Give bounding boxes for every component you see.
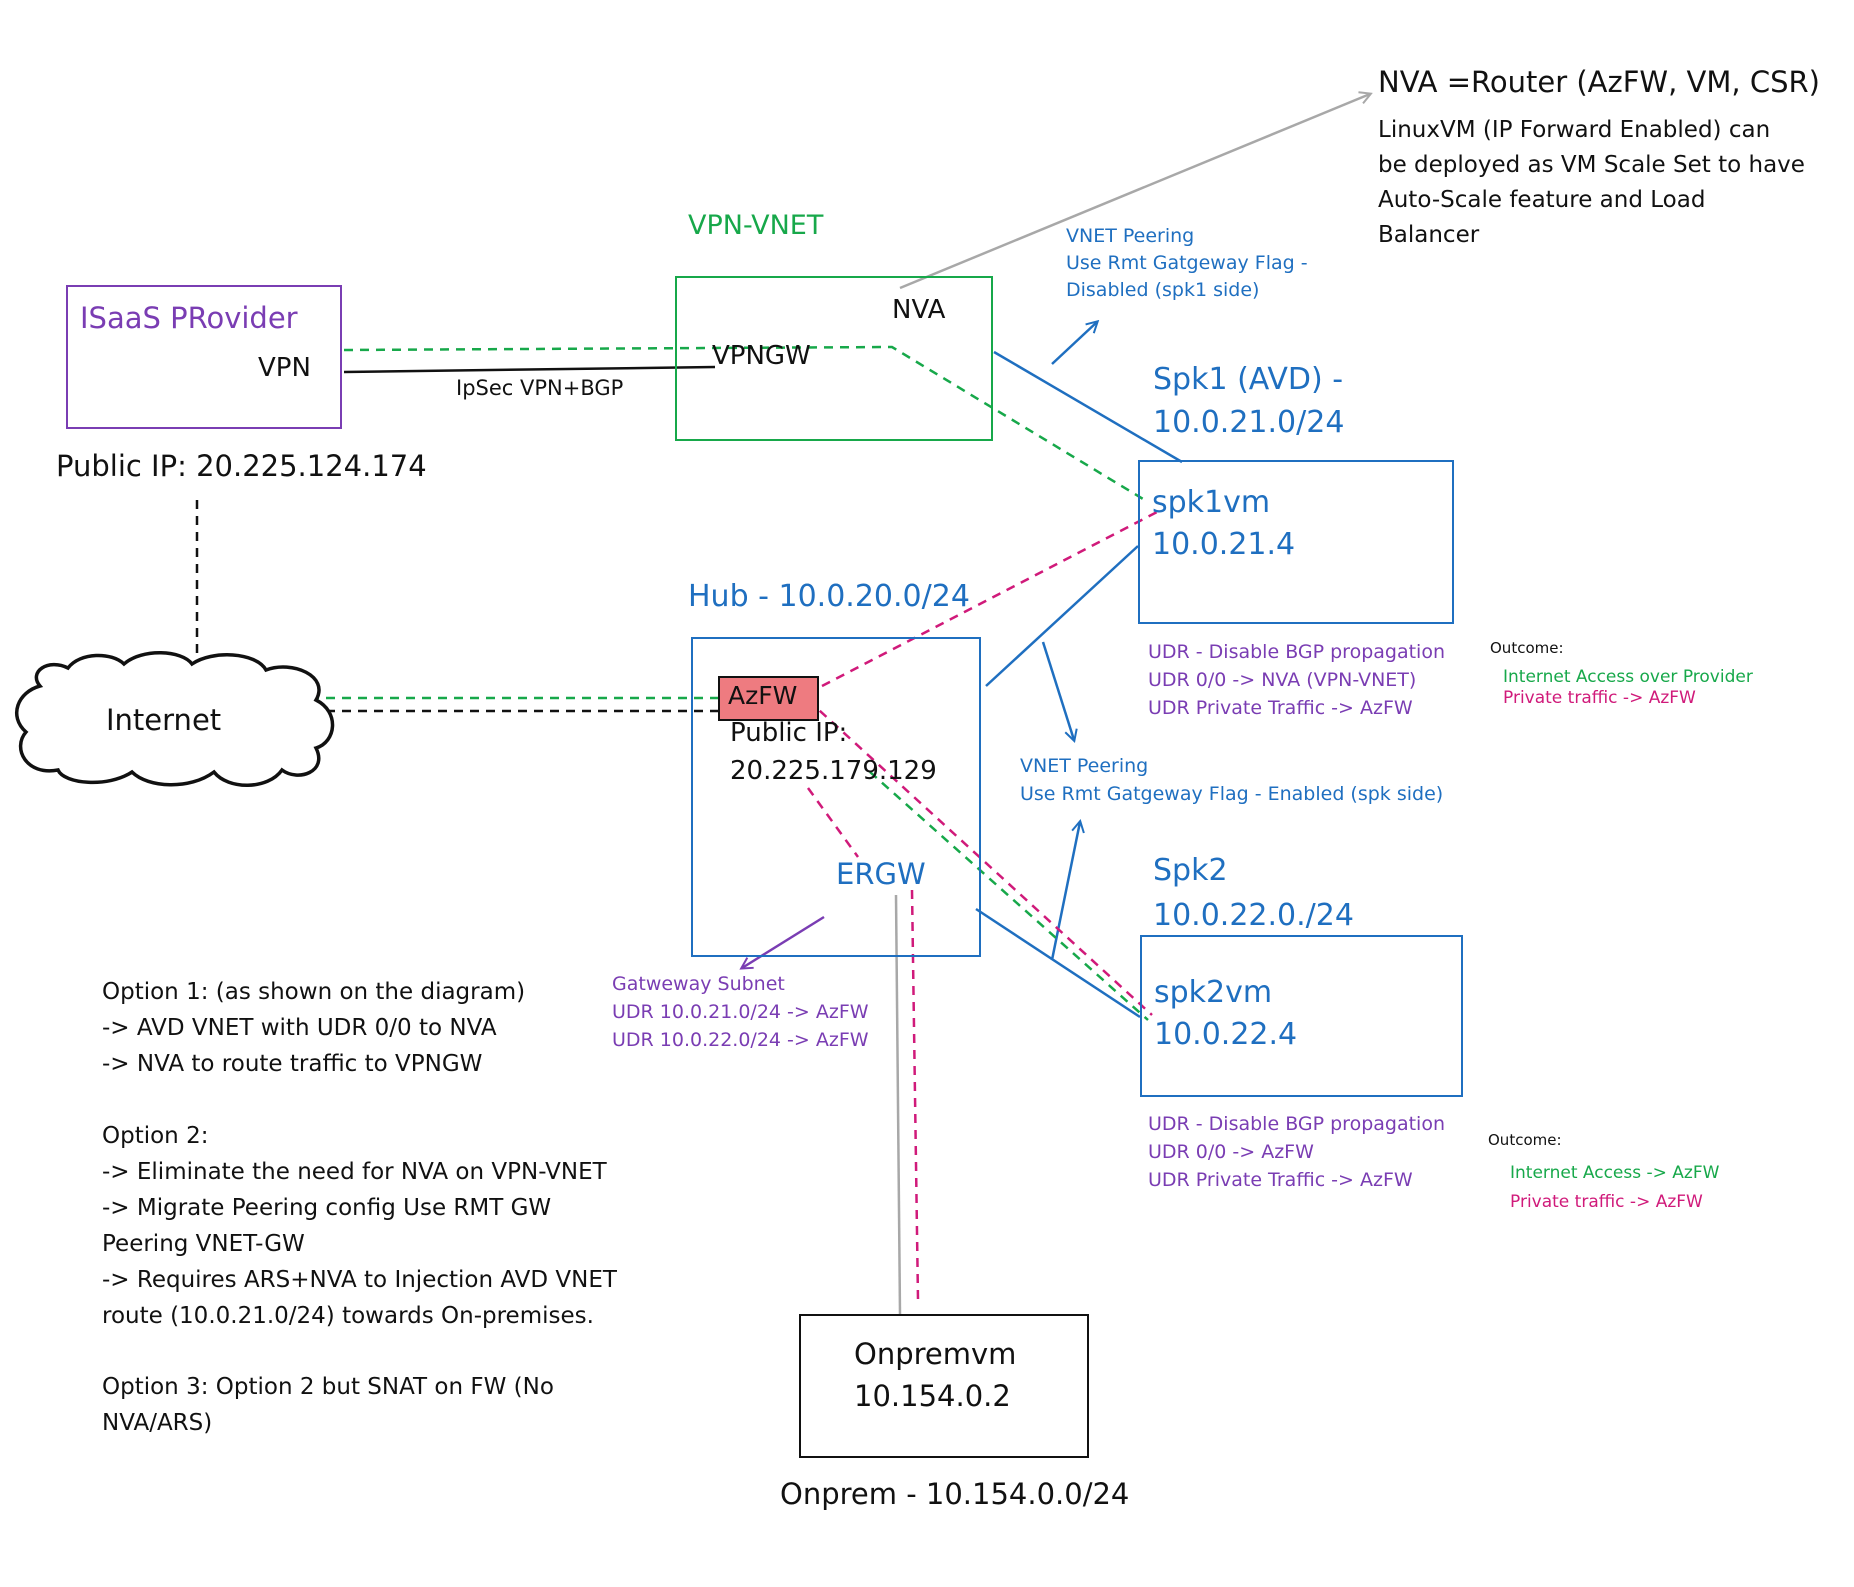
vpn-vnet-title: VPN-VNET — [688, 210, 824, 241]
azfw-ergw-magenta — [806, 787, 860, 858]
onprem-vm-name: Onpremvm — [854, 1337, 1017, 1371]
peering-vpnvnet-spk1 — [993, 350, 1183, 464]
ergw-label: ERGW — [836, 857, 926, 891]
isaas-provider-box — [66, 285, 342, 429]
ipsec-vpn-line — [343, 365, 716, 374]
spk2-outcome-internet: Internet Access -> AzFW — [1510, 1163, 1720, 1183]
option1-text: Option 1: (as shown on the diagram) -> A… — [102, 979, 526, 1077]
azfw-spk2-green — [869, 771, 1149, 1021]
peering-hub-spk2 — [975, 907, 1141, 1019]
spk1-udr: UDR - Disable BGP propagation UDR 0/0 ->… — [1148, 641, 1445, 719]
spk1-outcome-title: Outcome: — [1490, 639, 1564, 657]
spk2-vm-ip: 10.0.22.4 — [1154, 1017, 1298, 1052]
onprem-network-label: Onprem - 10.154.0.0/24 — [780, 1477, 1130, 1511]
isaas-vpn-label: VPN — [258, 353, 311, 383]
internet-cloud-icon — [14, 651, 335, 787]
onprem-box — [799, 1314, 1089, 1458]
spk1-outcome-private: Private traffic -> AzFW — [1503, 688, 1696, 708]
spk2-box — [1140, 935, 1463, 1097]
peering-spk1-note: VNET Peering Use Rmt Gatgeway Flag - Dis… — [1066, 225, 1308, 301]
azfw-box — [718, 676, 819, 721]
spk2-vm-name: spk2vm — [1154, 975, 1273, 1010]
azfw-label: AzFW — [728, 681, 798, 710]
peering-up-arrow — [1050, 822, 1080, 961]
peering-hub-spk1 — [985, 545, 1139, 687]
ipsec-label: IpSec VPN+BGP — [456, 376, 624, 400]
gateway-subnet-note: Gatweway Subnet UDR 10.0.21.0/24 -> AzFW… — [612, 973, 869, 1051]
spk2-outcome-private: Private traffic -> AzFW — [1510, 1192, 1703, 1212]
vpn-vnet-box — [675, 276, 993, 441]
spk1-vm-ip: 10.0.21.4 — [1152, 527, 1296, 562]
option2-text: Option 2: -> Eliminate the need for NVA … — [102, 1123, 617, 1329]
hub-box — [691, 637, 981, 957]
option3-text: Option 3: Option 2 but SNAT on FW (No NV… — [102, 1374, 554, 1436]
peering-down-arrow — [1041, 641, 1074, 740]
azfw-spk2-magenta — [807, 699, 1153, 1016]
spk2-outcome-title: Outcome: — [1488, 1131, 1562, 1149]
nva-label: NVA — [892, 295, 946, 325]
internet-label: Internet — [106, 703, 222, 737]
nva-note-body: LinuxVM (IP Forward Enabled) can be depl… — [1378, 117, 1805, 248]
hub-title: Hub - 10.0.20.0/24 — [688, 579, 970, 614]
hub-public-ip: Public IP: 20.225.179.129 — [730, 718, 937, 786]
spk1-outcome-internet: Internet Access over Provider — [1503, 667, 1753, 687]
ergw-onprem-gray — [894, 894, 902, 1315]
isaas-provider-title: ISaaS PRovider — [80, 301, 298, 335]
nva-note-title: NVA =Router (AzFW, VM, CSR) — [1378, 65, 1820, 99]
spk2-udr: UDR - Disable BGP propagation UDR 0/0 ->… — [1148, 1113, 1445, 1191]
peering-spk-note: VNET Peering Use Rmt Gatgeway Flag - Ena… — [1020, 755, 1444, 805]
onprem-vm-ip: 10.154.0.2 — [854, 1379, 1011, 1413]
gateway-subnet-arrow — [742, 915, 825, 968]
vpngw-label: VPNGW — [712, 341, 811, 371]
provider-internet-path-green — [343, 345, 1149, 504]
spk1-vm-name: spk1vm — [1152, 485, 1271, 520]
peering-spk1-arrow — [1051, 322, 1097, 365]
spk2-title: Spk2 10.0.22.0./24 — [1153, 853, 1354, 933]
ergw-onprem-magenta — [910, 889, 920, 1301]
spk1-box — [1138, 460, 1454, 624]
isaas-public-ip: Public IP: 20.225.124.174 — [56, 449, 427, 483]
spk1-title: Spk1 (AVD) - 10.0.21.0/24 — [1153, 362, 1345, 440]
nva-note-arrow — [899, 94, 1370, 290]
